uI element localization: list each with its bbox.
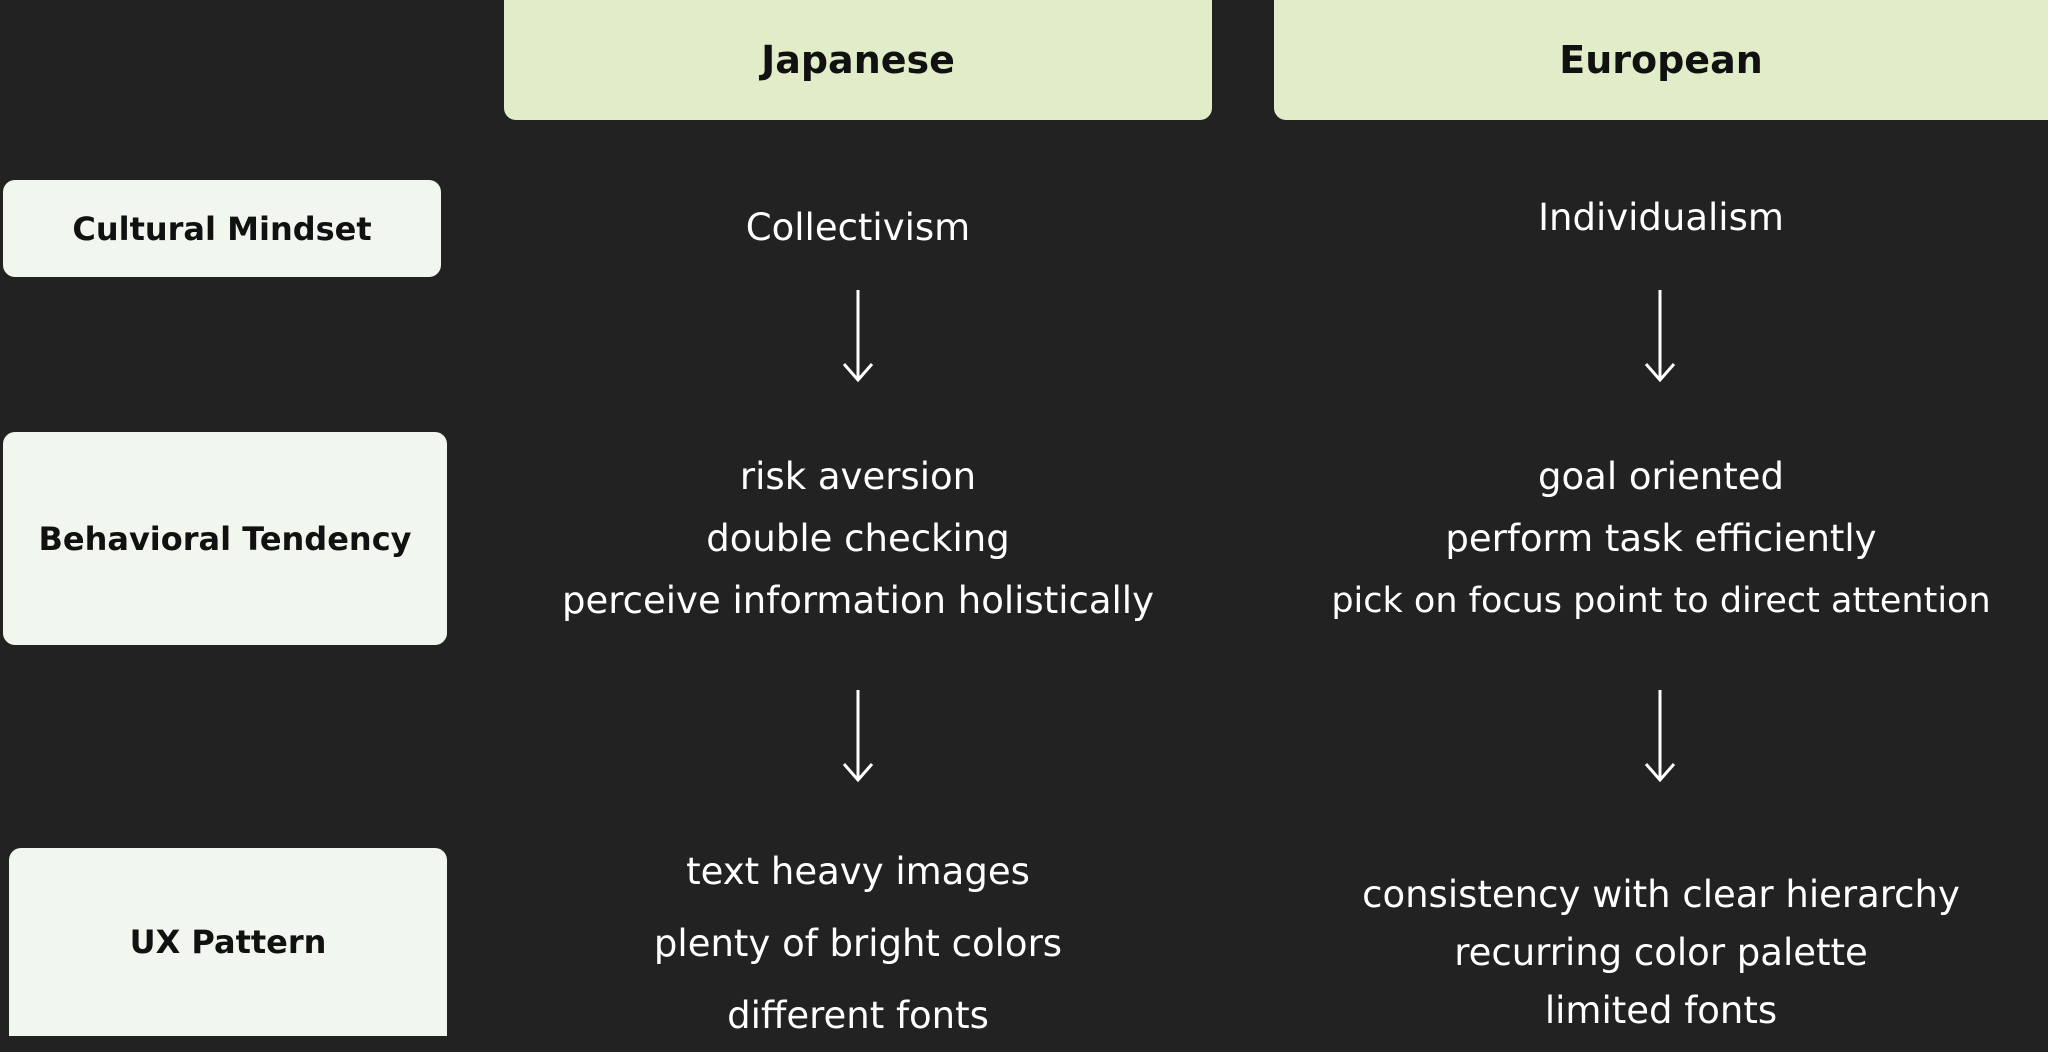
european-ux-item: consistency with clear hierarchy [1362,873,1960,916]
japanese-behavior-item: risk aversion [739,455,977,498]
column-header-japanese: Japanese [504,0,1212,120]
european-ux-item: limited fonts [1544,989,1778,1032]
japanese-mindset: Collectivism [504,197,1212,259]
japanese-behavior-item: double checking [706,517,1010,560]
japanese-ux-item: text heavy images [686,850,1030,893]
european-ux: consistency with clear hierarchy recurri… [1274,866,2048,1040]
arrow-down-icon [842,690,874,783]
japanese-behavior: risk aversion double checking perceive i… [504,446,1212,632]
arrow-down-icon [1644,290,1676,383]
japanese-mindset-text: Collectivism [745,206,971,249]
european-behavior-item: perform task efficiently [1445,517,1877,560]
row-label-cultural-mindset: Cultural Mindset [3,180,441,277]
row-label-behavioral-tendency: Behavioral Tendency [3,432,447,645]
japanese-behavior-item: perceive information holistically [562,579,1154,622]
japanese-ux: text heavy images plenty of bright color… [504,836,1212,1052]
column-header-european: European [1274,0,2048,120]
european-mindset-text: Individualism [1538,196,1784,239]
european-mindset: Individualism [1274,187,2048,249]
row-label-ux-pattern: UX Pattern [9,848,447,1036]
european-behavior: goal oriented perform task efficiently p… [1274,446,2048,632]
european-behavior-item: pick on focus point to direct attention [1331,581,1991,621]
arrow-down-icon [842,290,874,383]
european-behavior-item: goal oriented [1538,455,1784,498]
arrow-down-icon [1644,690,1676,783]
european-ux-item: recurring color palette [1454,931,1868,974]
japanese-ux-item: different fonts [727,994,989,1037]
japanese-ux-item: plenty of bright colors [653,922,1063,965]
